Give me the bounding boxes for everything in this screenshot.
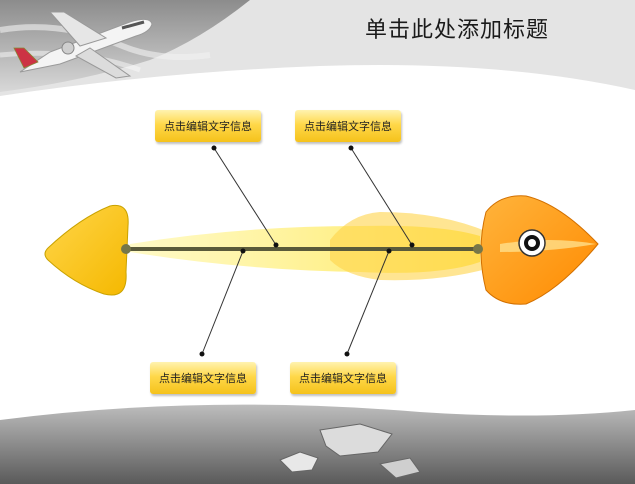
label-box-bottom-right[interactable]: 点击编辑文字信息 [290, 362, 396, 394]
connector-top-right [350, 147, 413, 246]
connector-bottom-right [346, 250, 390, 355]
fish-tail [44, 204, 129, 296]
label-box-top-right[interactable]: 点击编辑文字信息 [295, 110, 401, 142]
spine-end-left [121, 244, 131, 254]
fish-eye-icon [518, 229, 546, 257]
page-title[interactable]: 单击此处添加标题 [365, 18, 550, 43]
airplane-icon [13, 11, 153, 79]
connector-bottom-left [201, 250, 244, 355]
connector-top-left [213, 147, 277, 246]
footer-band [0, 404, 635, 484]
label-box-bottom-left[interactable]: 点击编辑文字信息 [150, 362, 256, 394]
label-box-top-left[interactable]: 点击编辑文字信息 [155, 110, 261, 142]
spine-end-right [473, 244, 483, 254]
